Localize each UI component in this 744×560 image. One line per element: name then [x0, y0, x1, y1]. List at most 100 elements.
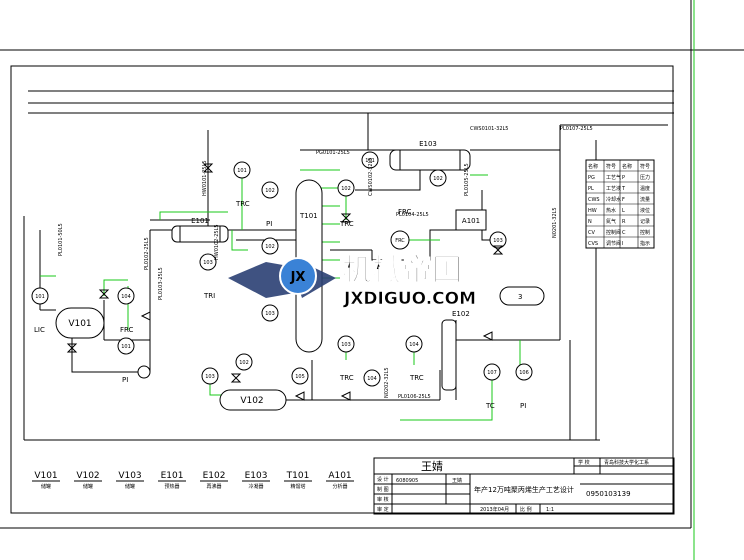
scale-label: 比 例 — [520, 506, 532, 513]
svg-text:101: 101 — [365, 158, 375, 164]
legend-cell: N — [588, 219, 592, 225]
designer-name: 王婧 — [452, 477, 462, 484]
watermark-en: JXDIGUO.COM — [343, 289, 476, 309]
legend-cell: 记录 — [640, 218, 650, 225]
legend-cell: PG — [588, 175, 595, 181]
equipment-tag: E102 — [203, 471, 226, 481]
title-block: 王婧 设 计 制 图 审 核 审 定 6080905 王婧 年产12万吨聚丙烯生… — [373, 457, 675, 515]
svg-text:102: 102 — [433, 176, 443, 182]
pipe-line-label: N0202-32L5 — [384, 367, 390, 398]
pipe-line-label: HW0102-25L5 — [214, 224, 220, 260]
e101-label: E101 — [191, 217, 209, 225]
e102-label: E102 — [452, 310, 470, 318]
title-block-author: 王婧 — [421, 459, 443, 473]
frc-label: FRC — [120, 326, 134, 334]
pipe-line-label: PL0107-25L5 — [560, 126, 593, 132]
svg-text:102: 102 — [265, 188, 275, 194]
row-label-design: 设 计 — [377, 476, 389, 483]
svg-text:103: 103 — [341, 342, 351, 348]
svg-text:102: 102 — [265, 244, 275, 250]
legend-cell: L — [622, 208, 625, 214]
watermark-badge: JX — [290, 270, 306, 285]
equipment-name: 储罐 — [83, 483, 93, 490]
svg-text:101: 101 — [121, 344, 131, 350]
legend-cell: 流量 — [640, 196, 650, 203]
equipment-tag: T101 — [286, 471, 310, 481]
legend-cell: 控制阀 — [606, 229, 621, 236]
trc-label: TRC — [339, 220, 354, 228]
equipment-tag: V102 — [76, 471, 99, 481]
pipe-line-label: N0201-32L5 — [552, 207, 558, 238]
drum-right: 3 — [499, 286, 545, 306]
svg-text:102: 102 — [239, 360, 249, 366]
exchanger-e102: E102 — [441, 310, 470, 391]
legend-cell: CV — [588, 230, 595, 236]
drawing-frame — [10, 65, 674, 514]
equipment-tag: V101 — [34, 471, 57, 481]
drawing-code: 0950103139 — [586, 490, 631, 498]
equipment-tag: E101 — [161, 471, 184, 481]
svg-text:104: 104 — [121, 294, 131, 300]
pump-p101 — [137, 365, 151, 379]
legend-cell: PL — [588, 186, 594, 192]
scale-value: 1:1 — [546, 507, 554, 513]
e103-label: E103 — [419, 140, 437, 148]
diagram-text: LIC FRC PI TRI TRC PI TRC FRC TRC TRC TC… — [34, 126, 593, 410]
pipe-line-label: PL0101-50L5 — [58, 223, 64, 256]
legend-cell: 名称 — [588, 163, 598, 170]
project-title: 年产12万吨聚丙烯生产工艺设计 — [474, 485, 574, 494]
legend-cell: 指示 — [640, 240, 650, 247]
legend-cell: 氮气 — [606, 218, 616, 225]
equipment-tag: E103 — [245, 471, 268, 481]
t101-label: T101 — [299, 212, 318, 220]
watermark-logo: JX 机械帝国 JXDIGUO.COM — [228, 253, 476, 309]
equipment-name: 分析器 — [332, 483, 347, 490]
trc-label: TRC — [339, 374, 354, 382]
legend-cell: 冷却水 — [606, 196, 621, 203]
school-name: 青岛科技大学化工系 — [604, 459, 649, 466]
exchanger-e101: E101 — [171, 217, 229, 243]
v101-label: V101 — [68, 319, 91, 329]
svg-text:105: 105 — [295, 374, 305, 380]
watermark-cn: 机械帝国 — [342, 253, 462, 288]
legend-cell: 热水 — [606, 207, 616, 214]
analyzer-a101: A101 — [455, 209, 487, 231]
svg-text:106: 106 — [519, 370, 529, 376]
legend-cell: 液位 — [640, 207, 650, 214]
v102-label: V102 — [240, 396, 263, 406]
gear-icon — [279, 257, 317, 295]
pipe-line-label: PL0105-25L5 — [464, 163, 470, 196]
trc-label: TRC — [409, 374, 424, 382]
svg-text:107: 107 — [487, 370, 497, 376]
pi-label: PI — [122, 376, 128, 384]
legend-cell: T — [621, 186, 626, 192]
frc-label: FRC — [398, 208, 412, 216]
legend-cell: 工艺液 — [606, 185, 621, 192]
equipment-name: 冷凝器 — [248, 483, 263, 490]
legend-cell: 符号 — [640, 163, 650, 170]
legend-cell: CVS — [588, 241, 598, 247]
svg-text:101: 101 — [237, 168, 247, 174]
svg-text:104: 104 — [409, 342, 419, 348]
row-label-drawing: 制 图 — [377, 486, 389, 493]
svg-text:103: 103 — [493, 238, 503, 244]
legend-cell: HW — [588, 208, 597, 214]
legend-cell: P — [622, 175, 625, 181]
instrument-bubbles: 101 104 101 101 102 102 103 102 101 102 … — [31, 151, 533, 387]
pipe-line-label: PL0103-25L5 — [158, 267, 164, 300]
svg-text:103: 103 — [265, 311, 275, 317]
lic-label: LIC — [34, 326, 45, 334]
equipment-name: 储罐 — [41, 483, 51, 490]
legend-cell: 控制 — [640, 229, 650, 236]
row-label-review: 审 核 — [377, 496, 389, 503]
tc-label: TC — [485, 402, 495, 410]
legend-cell: I — [622, 241, 623, 247]
pipe-line-label: CWS0102-32L5 — [368, 158, 374, 196]
exchanger-e103: E103 — [389, 140, 471, 171]
vessel-v102: V102 — [219, 389, 287, 411]
legend-cell: 调节阀 — [606, 240, 621, 247]
svg-text:104: 104 — [367, 376, 377, 382]
vessel-v101: V101 — [55, 307, 105, 339]
